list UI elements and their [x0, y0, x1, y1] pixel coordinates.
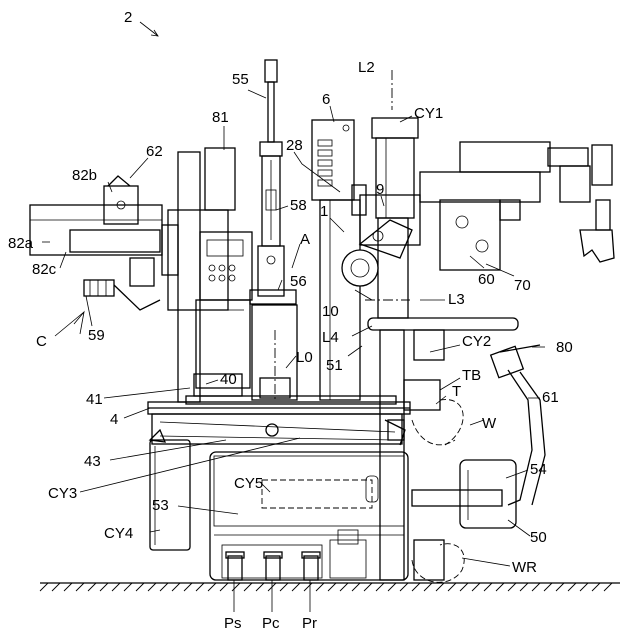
label-6: 6 [322, 91, 330, 108]
label-59: 59 [88, 327, 105, 344]
label-51: 51 [326, 357, 343, 374]
label-61: 61 [542, 389, 559, 406]
label-40: 40 [220, 371, 237, 388]
label-62: 62 [146, 143, 163, 160]
label-41: 41 [86, 391, 103, 408]
label-9: 9 [376, 181, 384, 198]
label-56: 56 [290, 273, 307, 290]
label-wr: WR [512, 559, 537, 576]
label-70: 70 [514, 277, 531, 294]
label-81: 81 [212, 109, 229, 126]
label-l2: L2 [358, 59, 375, 76]
label-cy3: CY3 [48, 485, 77, 502]
label-l3: L3 [448, 291, 465, 308]
label-58: 58 [290, 197, 307, 214]
label-pc: Pc [262, 615, 280, 632]
label-a: A [300, 231, 310, 248]
label-t: T [452, 383, 461, 400]
ground [40, 583, 620, 591]
pedals [226, 552, 320, 580]
label-82b: 82b [72, 167, 97, 184]
reference-labels: 2 55 81 6 L2 CY1 62 82b 28 58 1 9 82a 82… [8, 9, 573, 632]
label-82a: 82a [8, 235, 34, 252]
label-60: 60 [478, 271, 495, 288]
label-54: 54 [530, 461, 547, 478]
label-tb: TB [462, 367, 481, 384]
label-l0: L0 [296, 349, 313, 366]
label-1: 1 [320, 203, 328, 220]
leader-lines [42, 22, 545, 612]
label-ps: Ps [224, 615, 242, 632]
label-cy1: CY1 [414, 105, 443, 122]
label-4: 4 [110, 411, 118, 428]
label-82c: 82c [32, 261, 57, 278]
label-pr: Pr [302, 615, 317, 632]
label-2: 2 [124, 9, 132, 26]
turntable [148, 396, 410, 445]
lower-bracket [368, 318, 518, 580]
label-43: 43 [84, 453, 101, 470]
label-55: 55 [232, 71, 249, 88]
label-80: 80 [556, 339, 573, 356]
label-50: 50 [530, 529, 547, 546]
label-cy2: CY2 [462, 333, 491, 350]
tool-post [250, 60, 296, 304]
label-10: 10 [322, 303, 339, 320]
label-c: C [36, 333, 47, 350]
wheel-outline [412, 400, 464, 583]
left-arm [30, 176, 178, 310]
center-column [252, 305, 297, 400]
label-w: W [482, 415, 497, 432]
label-cy4: CY4 [104, 525, 133, 542]
left-tower [168, 148, 252, 402]
label-l4: L4 [322, 329, 339, 346]
right-arm [420, 142, 614, 270]
label-53: 53 [152, 497, 169, 514]
cylinder-cy4 [150, 440, 190, 550]
base-cabinet [210, 452, 408, 580]
label-28: 28 [286, 137, 303, 154]
label-cy5: CY5 [234, 475, 263, 492]
